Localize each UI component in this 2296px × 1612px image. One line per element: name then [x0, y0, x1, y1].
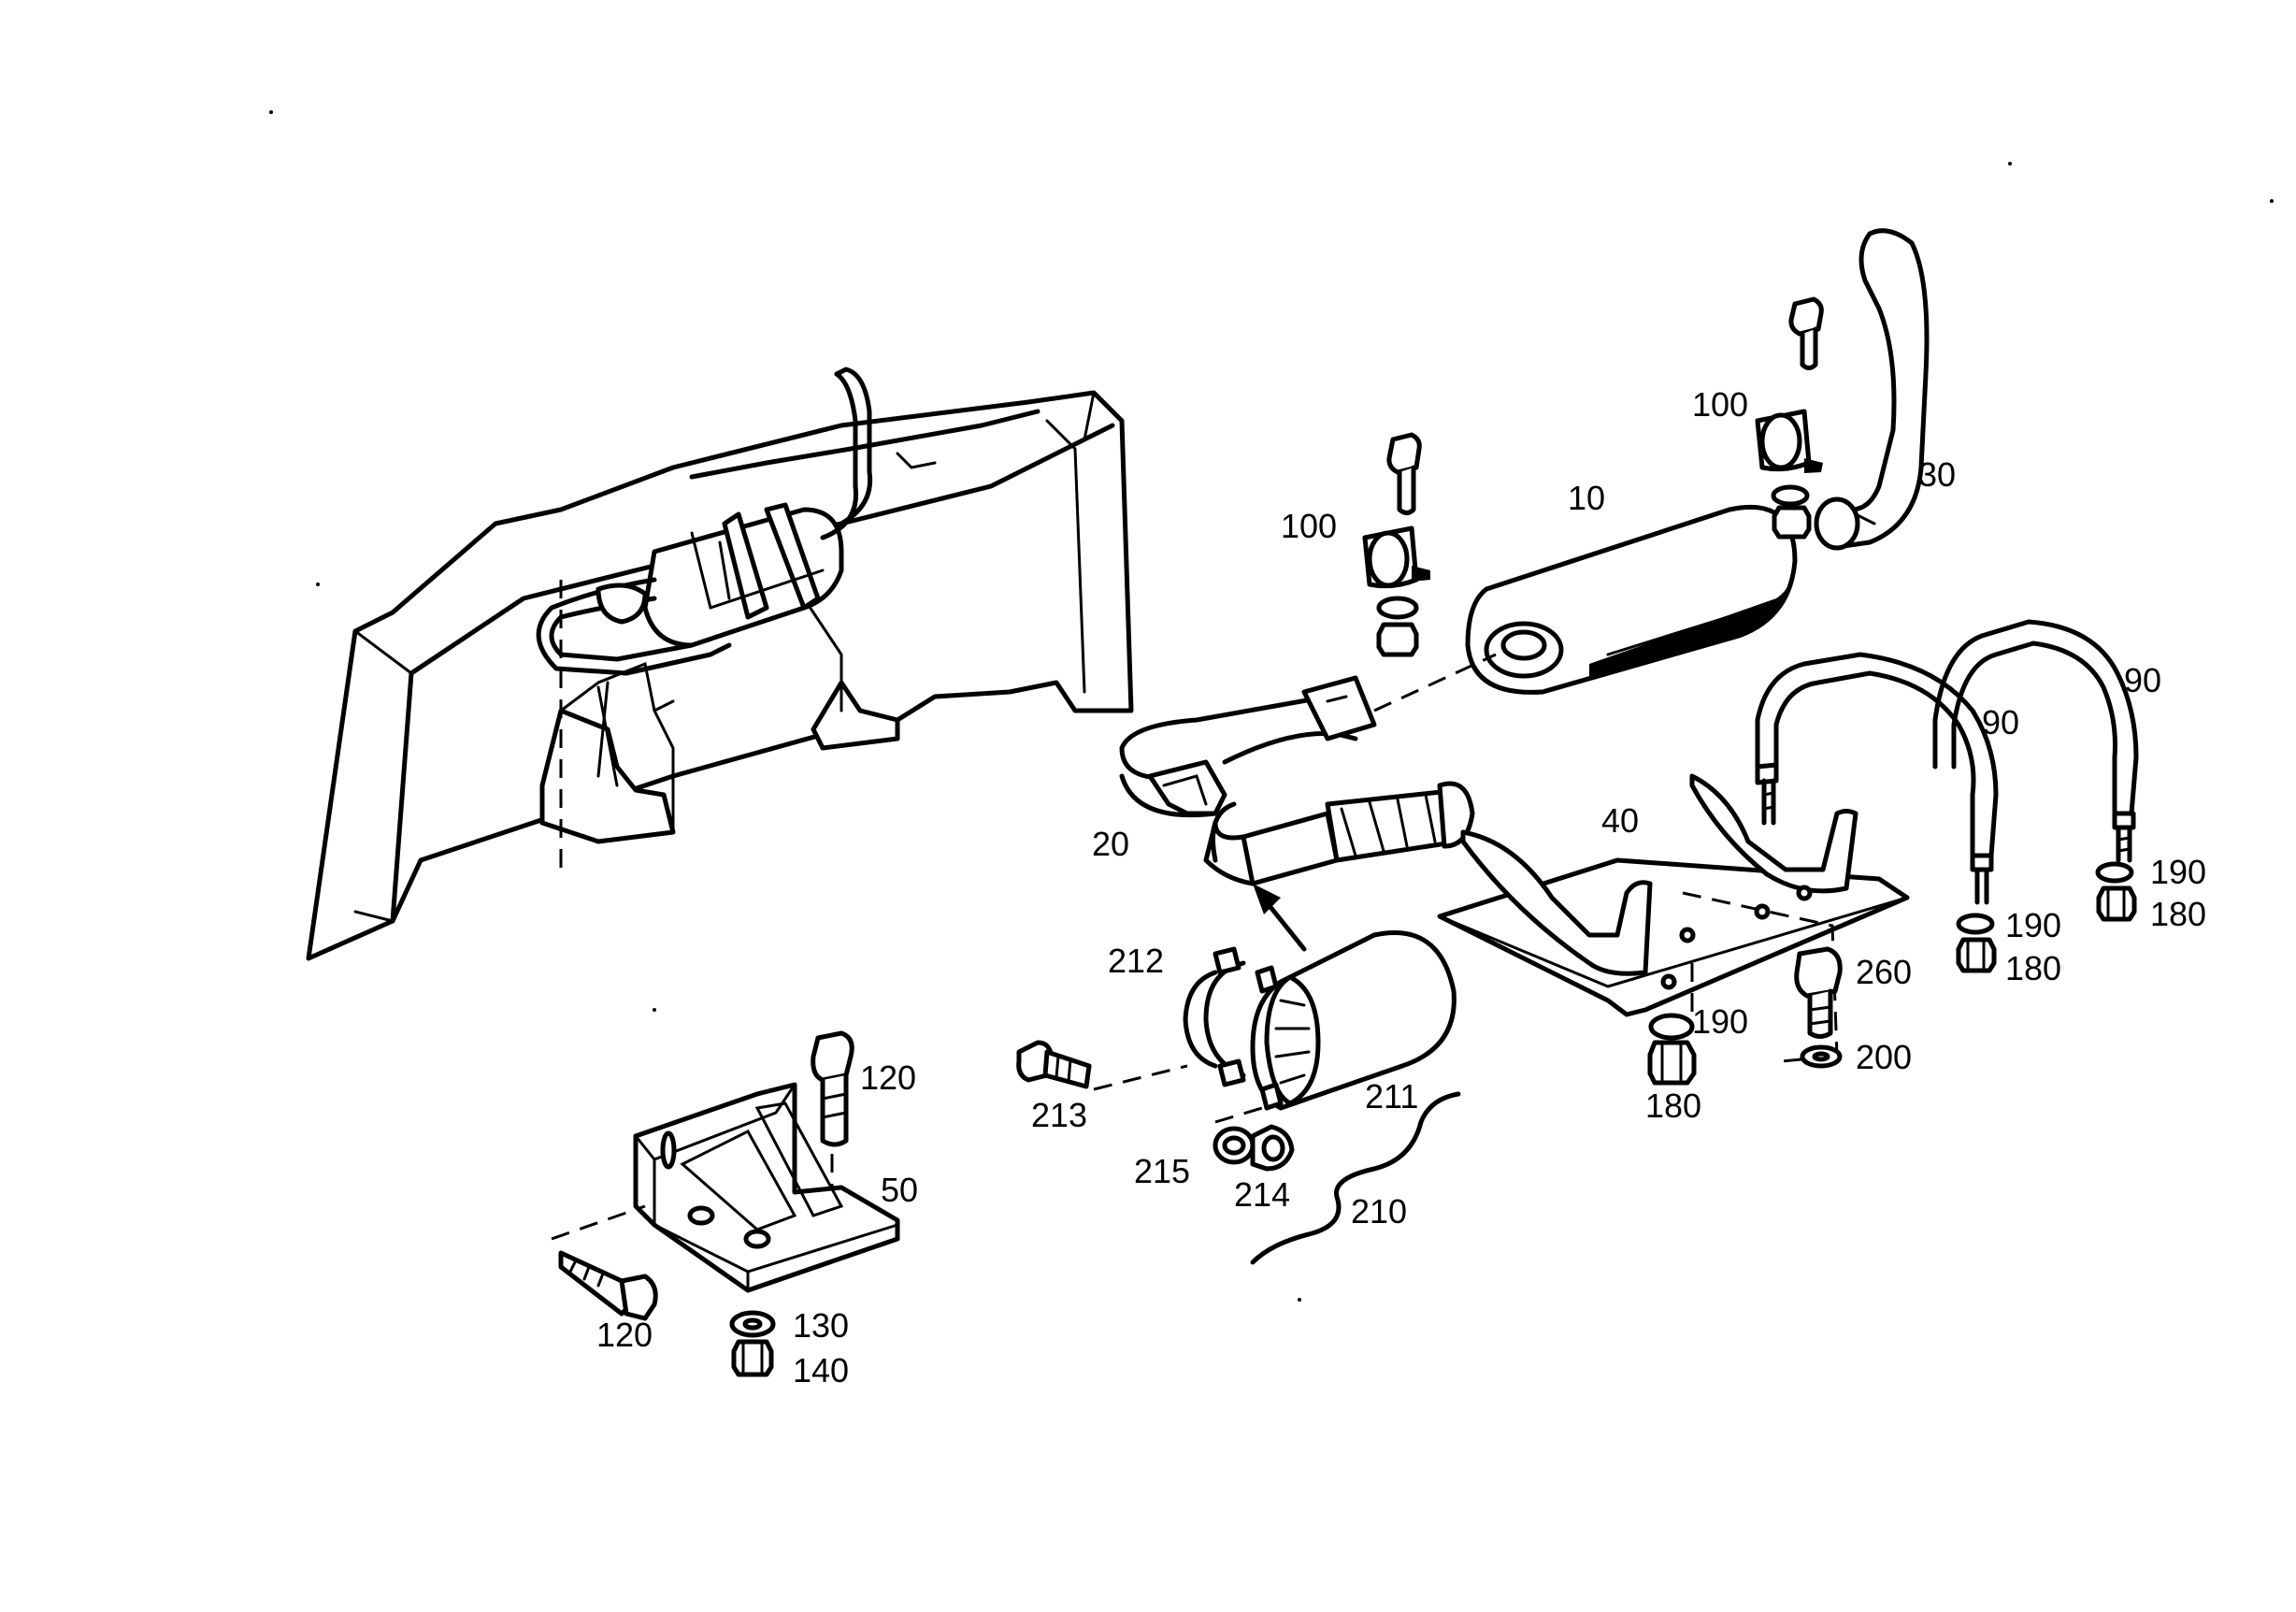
label-260: 260: [1856, 953, 1913, 991]
label-200: 200: [1856, 1038, 1913, 1076]
label-214: 214: [1234, 1175, 1291, 1214]
label-215: 215: [1134, 1152, 1191, 1190]
scan-specks: [269, 110, 2274, 1302]
catalyst-body-211: [1250, 930, 1457, 1111]
bolt-120-upper: [811, 1030, 854, 1147]
label-20: 20: [1092, 825, 1130, 863]
clamp-100-right: [1755, 296, 1824, 540]
label-100-b: 100: [1692, 385, 1749, 424]
installed-assembly-frame: [306, 367, 1134, 961]
nut-140: [731, 1339, 774, 1377]
label-30: 30: [1918, 455, 1957, 494]
label-190-b: 190: [2005, 906, 2062, 944]
label-180-b: 180: [2005, 949, 2062, 987]
label-180-c: 180: [1645, 1087, 1702, 1125]
label-120-b: 120: [596, 1316, 653, 1354]
label-180-a: 180: [2150, 895, 2207, 933]
nut-214: [1214, 1106, 1295, 1172]
label-40: 40: [1601, 801, 1640, 840]
label-90-a: 90: [1982, 703, 2020, 741]
label-90-b: 90: [2124, 661, 2162, 699]
strap-90-left: [1755, 652, 1999, 905]
washer-215: [1213, 1126, 1256, 1165]
mounting-cradle-40: [1437, 773, 1910, 1063]
bolt-120-lower: [558, 1250, 658, 1321]
bracket-50: [551, 1082, 900, 1300]
muffler-10: [1373, 504, 1798, 712]
nut-180-cradle: [1647, 1040, 1697, 1086]
label-10: 10: [1568, 479, 1606, 517]
label-190-a: 190: [2150, 853, 2207, 891]
label-213: 213: [1031, 1096, 1088, 1134]
catalyst-group-210-brace: [1250, 1091, 1461, 1265]
label-140: 140: [793, 1351, 850, 1389]
label-211: 211: [1365, 1077, 1419, 1115]
label-210: 210: [1351, 1192, 1408, 1231]
washer-190-cradle: [1648, 1013, 1695, 1041]
clamp-half-212: [1183, 946, 1284, 1111]
washer-190-middle: [1956, 913, 1995, 935]
nut-180-middle: [1956, 937, 1997, 973]
bolt-213: [1016, 1040, 1188, 1091]
clamp-100-left: [1362, 432, 1430, 657]
exhaust-pipe-20: [1119, 675, 1475, 952]
nut-180-right: [2096, 885, 2137, 922]
washer-130: [729, 1310, 776, 1338]
washer-190-right: [2095, 861, 2134, 884]
tailpipe-30: [1814, 228, 1930, 551]
bolt-260: [1794, 946, 1843, 1039]
label-120-a: 120: [860, 1058, 917, 1097]
label-130: 130: [793, 1306, 850, 1345]
label-212: 212: [1108, 942, 1165, 980]
washer-200: [1800, 1044, 1843, 1069]
strap-90-right: [1932, 619, 2139, 863]
label-50: 50: [881, 1171, 919, 1209]
label-190-c: 190: [1692, 1002, 1749, 1041]
label-100-a: 100: [1281, 507, 1338, 545]
